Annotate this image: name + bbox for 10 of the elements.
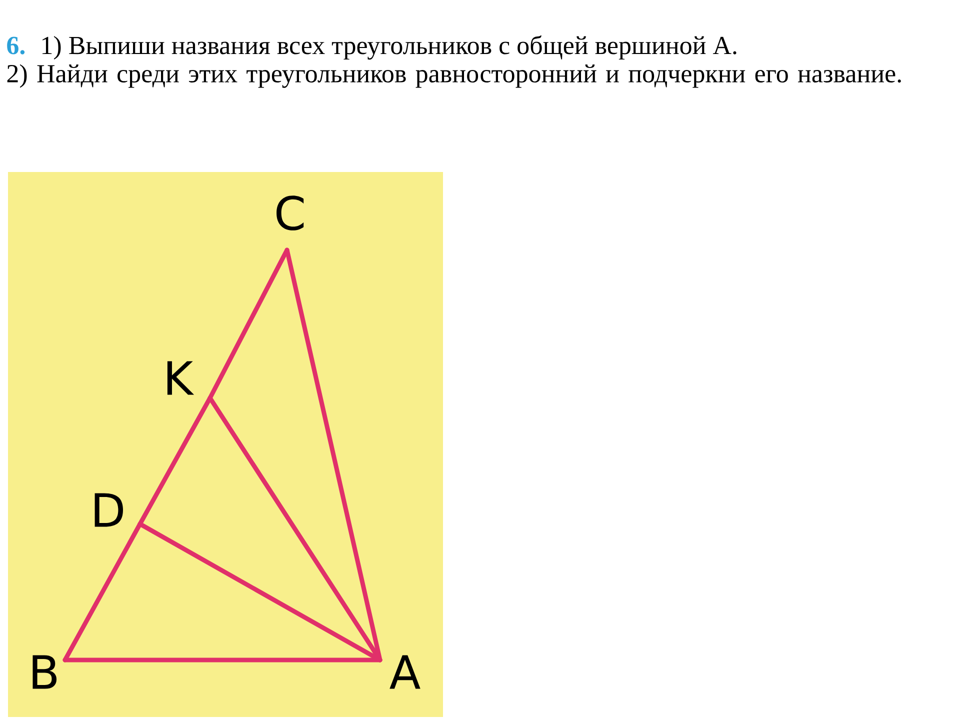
vertex-label: A (390, 655, 420, 689)
vertex-label: K (167, 361, 194, 395)
task-text: 1) Выпиши названия всех треугольников с общей вершиной А. (42, 35, 736, 60)
vertex-label: B (32, 655, 57, 689)
segment (62, 658, 382, 662)
vertex-label: D (94, 493, 123, 527)
task-number: 6. (7, 36, 25, 54)
segment (138, 522, 382, 662)
task-text: 2) Найди среди этих треугольников равносторонний и подчеркни его название. (7, 64, 901, 88)
vertex-label: C (276, 196, 304, 230)
